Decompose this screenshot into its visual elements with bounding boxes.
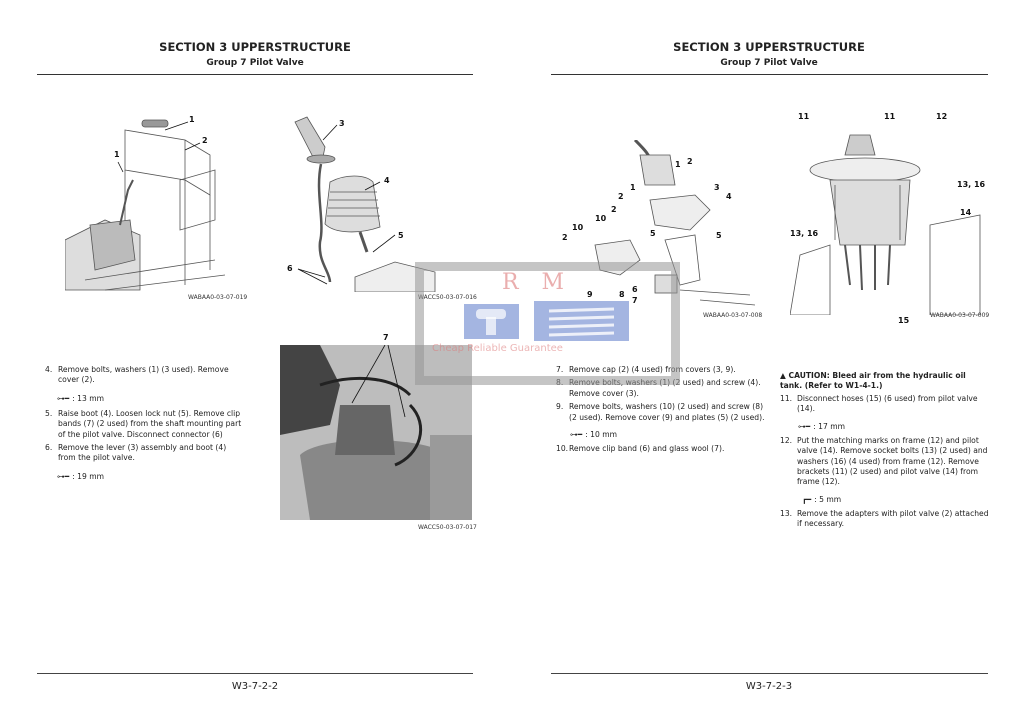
watermark-logo-icon [464, 301, 629, 341]
callout-label: 3 [714, 183, 720, 192]
warning-triangle-icon: ▲ [780, 371, 786, 380]
procedure-steps-left: 4. Remove bolts, washers (1) (3 used). Re… [45, 365, 245, 481]
step-number: 11. [780, 394, 793, 403]
caution-label: CAUTION: [788, 371, 830, 380]
section-title: SECTION 3 UPPERSTRUCTURE [673, 40, 865, 54]
figure-caption: WABAA0-03-07-009 [930, 312, 990, 319]
callout-label: 11 [884, 112, 896, 121]
callout-label: 1 [675, 160, 681, 169]
step-number: 5. [45, 408, 53, 418]
callout-label: 5 [398, 231, 404, 240]
callout-label: 2 [687, 157, 693, 166]
step-text: Remove the lever (3) assembly and boot (… [58, 443, 227, 463]
callout-label: 10 [572, 223, 584, 232]
watermark-slogan: Cheap Reliable Guarantee [432, 343, 563, 354]
callout-label: 14 [960, 208, 972, 217]
step-text: Remove cap (2) (4 used) from covers (3, … [569, 365, 736, 374]
header-rule [551, 74, 988, 75]
callout-label: 7 [383, 333, 389, 342]
page-number: W3-7-2-2 [231, 681, 279, 692]
step-number: 4. [45, 365, 53, 374]
callout-label: 5 [650, 229, 656, 238]
tool-size: : 19 mm [72, 471, 105, 481]
callout-label: 5 [716, 231, 722, 240]
footer-rule [37, 673, 473, 674]
caution-text: Bleed air from the hydraulic oil tank. (… [780, 371, 966, 390]
figure-clip-bands-photo [280, 345, 472, 520]
step-number: 12. [780, 435, 793, 445]
callout-label: 2 [202, 136, 208, 145]
wrench-icon: ⊶━ [570, 430, 583, 440]
wrench-icon: ⊶━ [57, 471, 70, 481]
step-number: 7. [556, 365, 564, 374]
step-text: Remove bolts, washers (1) (3 used). Remo… [58, 365, 229, 385]
callout-label: 9 [587, 290, 593, 299]
step-number: 9. [556, 402, 564, 412]
figure-caption: WABAA0-03-07-008 [703, 312, 763, 319]
group-title: Group 7 Pilot Valve [720, 58, 818, 68]
header-rule [37, 74, 473, 75]
step-text: Remove bolts, washers (10) (2 used) and … [569, 402, 765, 422]
callout-label: 2 [562, 233, 568, 242]
figure-caption: WACC50-03-07-016 [418, 294, 477, 301]
figure-caption: WABAA0-03-07-019 [188, 294, 248, 301]
callout-label: 10 [595, 214, 607, 223]
caution-note: ▲ CAUTION: Bleed air from the hydraulic … [780, 371, 990, 391]
callout-label: 4 [384, 176, 390, 185]
callout-label: 6 [632, 285, 638, 294]
section-title: SECTION 3 UPPERSTRUCTURE [159, 40, 351, 54]
callout-label: 13, 16 [957, 180, 986, 189]
group-title: Group 7 Pilot Valve [206, 58, 304, 68]
step-text: Disconnect hoses (15) (6 used) from pilo… [797, 394, 978, 414]
callout-label: 2 [618, 192, 624, 201]
callout-label: 11 [798, 112, 810, 121]
callout-label: 2 [611, 205, 617, 214]
tool-size: : 13 mm [72, 393, 105, 403]
callout-label: 1 [630, 183, 636, 192]
figure-pilot-valve-frame [790, 134, 981, 315]
callout-label: 13, 16 [790, 229, 819, 238]
callout-label: 12 [936, 112, 948, 121]
tool-size: : 5 mm [814, 494, 842, 504]
page-number: W3-7-2-3 [745, 681, 793, 692]
step-number: 13. [780, 508, 793, 518]
wrench-icon: ⊶━ [57, 393, 70, 403]
step-text: Remove the adapters with pilot valve (2)… [797, 508, 989, 529]
step-text: Put the matching marks on frame (12) and… [797, 435, 988, 487]
callout-label: 15 [898, 316, 910, 325]
callout-label: 3 [339, 119, 345, 128]
step-number: 10. [556, 444, 569, 454]
step-text: Remove clip band (6) and glass wool (7). [569, 444, 725, 454]
callout-label: 1 [189, 115, 195, 124]
step-text: Raise boot (4). Loosen lock nut (5). Rem… [58, 408, 242, 439]
callout-label: 7 [632, 296, 638, 305]
callout-label: 8 [619, 290, 625, 299]
step-number: 6. [45, 443, 53, 453]
figure-caption: WACC50-03-07-017 [418, 524, 477, 531]
tool-size: : 10 mm [585, 430, 618, 440]
callout-label: 1 [114, 150, 120, 159]
callout-label: 6 [287, 264, 293, 273]
footer-rule [551, 673, 988, 674]
wrench-icon: ⊶━ [798, 421, 811, 431]
figure-cover-removal [65, 119, 226, 291]
procedure-steps-right-col2: ▲ CAUTION: Bleed air from the hydraulic … [780, 371, 990, 530]
watermark: R M Cheap Reliable Guarantee [415, 262, 680, 385]
hex-key-icon: ┏━ [802, 494, 812, 504]
watermark-letters: R M [502, 270, 573, 295]
tool-size: : 17 mm [813, 421, 846, 431]
callout-label: 4 [726, 192, 732, 201]
